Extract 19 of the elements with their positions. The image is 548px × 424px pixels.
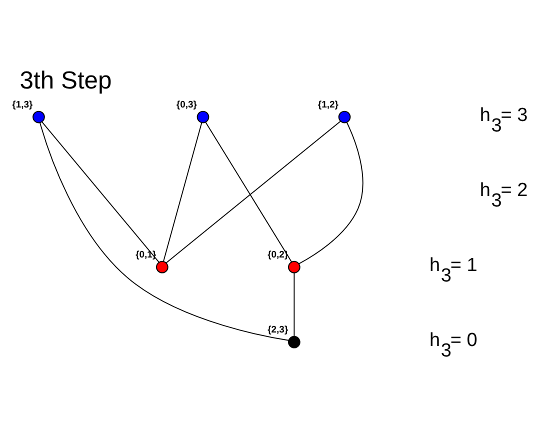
- node-circle: [288, 260, 300, 274]
- connector: [294, 272, 295, 337]
- node-label: {2,3}: [268, 324, 288, 336]
- connector: [205, 122, 292, 262]
- connector: [298, 122, 364, 264]
- node-circle: [288, 336, 300, 348]
- connector: [166, 120, 341, 264]
- node-circle: [338, 110, 351, 124]
- node-circle: [156, 260, 168, 274]
- node-label: {1,3}: [12, 100, 33, 111]
- node-label: {0,3}: [176, 100, 197, 111]
- node-circle: [32, 110, 45, 124]
- connector: [42, 121, 160, 263]
- node-label: {0,2}: [268, 250, 288, 261]
- diagram-title: 3th Step: [20, 67, 112, 94]
- connector: [163, 122, 202, 262]
- node-label: {1,2}: [318, 100, 338, 111]
- node-circle: [196, 110, 210, 124]
- connector: [40, 122, 290, 341]
